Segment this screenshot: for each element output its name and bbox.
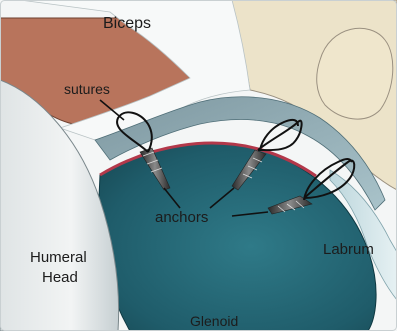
label-glenoid: Glenoid: [190, 313, 238, 329]
label-biceps: Biceps: [103, 15, 151, 32]
label-humeral: Humeral: [30, 249, 87, 266]
label-head: Head: [42, 269, 78, 286]
label-sutures: sutures: [64, 81, 110, 97]
label-labrum: Labrum: [323, 241, 374, 258]
label-anchors: anchors: [155, 209, 208, 226]
